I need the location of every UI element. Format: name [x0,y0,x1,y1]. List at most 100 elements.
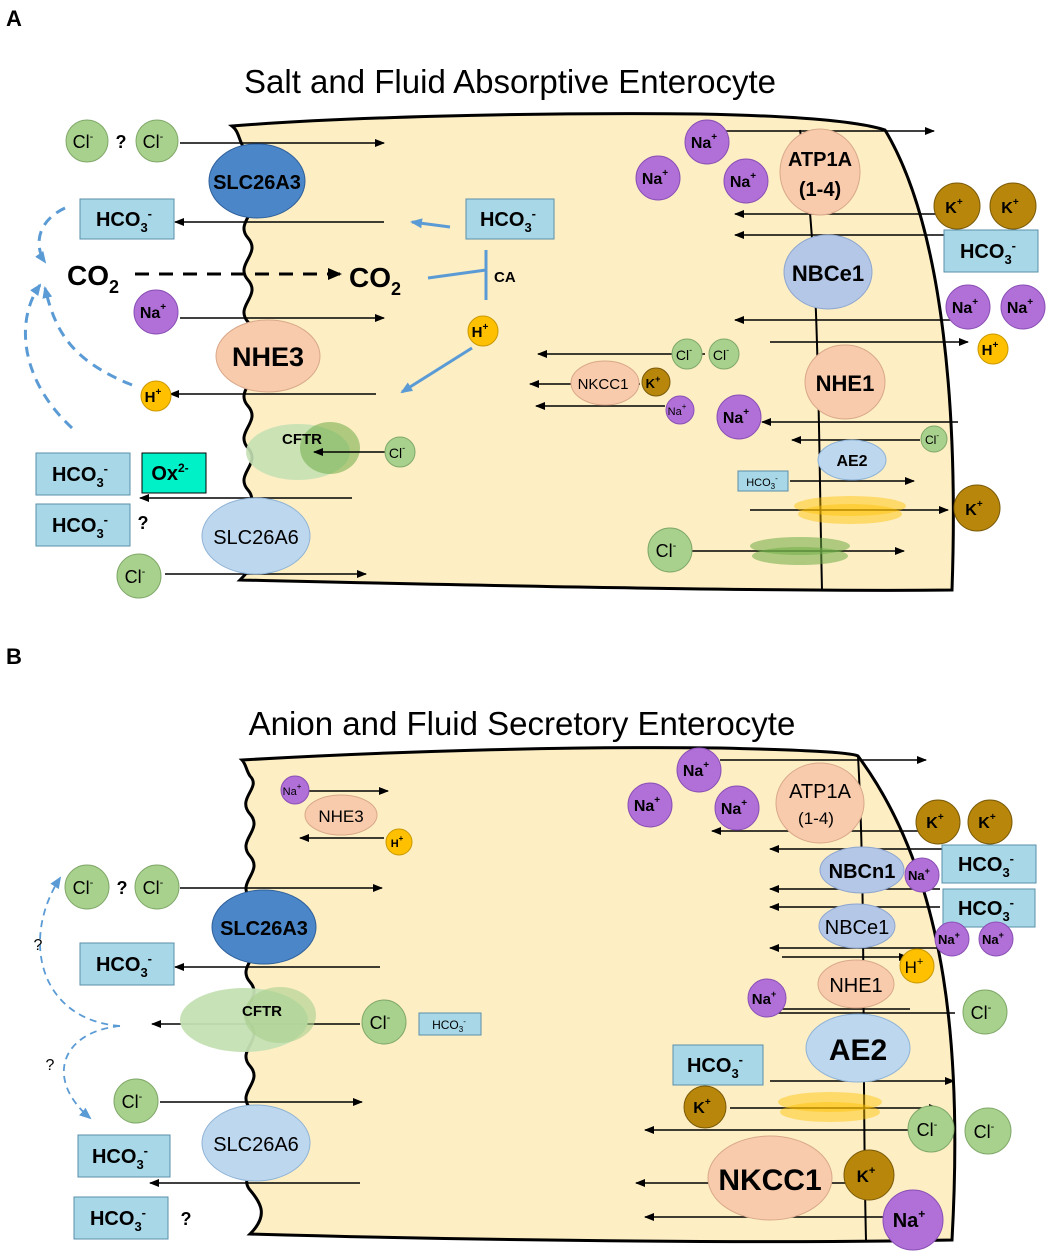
nkcc1-transporter-a: NKCC1 [570,360,640,406]
na-ion-a1: Na+ [133,289,179,335]
svg-text:Na+: Na+ [730,171,756,191]
na-ion-b8: Na+ [747,978,787,1018]
k-ion-a4: K+ [953,484,1001,532]
svg-text:Cl-: Cl- [656,540,677,561]
cl-ion-b7: Cl- [964,1107,1012,1155]
ae2-label-b: AE2 [829,1034,887,1067]
na-ion-a8: Na+ [716,394,762,440]
svg-text:H+: H+ [982,340,999,359]
h-ion-a2: H+ [140,380,172,412]
panel-b-letter: B [6,644,22,669]
svg-text:Na+: Na+ [982,930,1004,947]
cl-ion-b3: Cl- [361,999,407,1045]
svg-text:Na+: Na+ [938,930,960,947]
svg-text:Na+: Na+ [283,782,302,798]
svg-text:HCO3-: HCO3- [432,1017,466,1034]
na-ion-a5: Na+ [945,284,991,330]
question-mark-b3: ? [117,878,128,898]
na-ion-a4: Na+ [723,158,769,204]
svg-text:Na+: Na+ [752,989,776,1008]
svg-text:HCO3-: HCO3- [958,851,1014,880]
na-ion-b5: Na+ [904,857,940,893]
svg-text:HCO3-: HCO3- [92,1143,148,1172]
svg-text:Na+: Na+ [893,1207,926,1232]
k-ion-b4: K+ [843,1149,895,1201]
nkcc1-label-b: NKCC1 [718,1164,821,1197]
slc26a3-transporter-b: SLC26A3 [211,889,317,965]
cl-ion-b6: Cl- [907,1105,955,1153]
slc26a3-label-b: SLC26A3 [220,918,308,940]
hco3-box-a2: HCO3- [465,198,555,240]
dashed-curve-b2 [63,1025,121,1120]
panel-a: A Salt and Fluid Absorptive Enterocyte S… [6,6,1046,599]
panel-a-title: Salt and Fluid Absorptive Enterocyte [244,63,776,100]
svg-text:K+: K+ [926,812,944,832]
slc26a6-transporter-b: SLC26A6 [201,1104,311,1182]
cl-ion-a3: Cl- [384,436,416,468]
hco3-box-b6: HCO3- [942,888,1036,928]
svg-text:Cl-: Cl- [713,345,729,363]
slc26a6-transporter-a: SLC26A6 [201,497,311,575]
cl-ion-b2: Cl- [134,864,180,910]
svg-text:Na+: Na+ [952,297,978,317]
na-ion-b1: Na+ [280,775,310,805]
panel-b: B Anion and Fluid Secretory Enterocyte ?… [6,644,1037,1251]
svg-text:Na+: Na+ [668,402,687,418]
cl-ion-a8: Cl- [647,527,693,573]
k-ion-a2: K+ [989,182,1037,230]
slc26a3-transporter-a: SLC26A3 [208,143,306,219]
na-ion-a7: Na+ [665,395,695,425]
svg-text:HCO3-: HCO3- [480,206,536,235]
svg-text:K+: K+ [646,374,661,391]
svg-text:Cl-: Cl- [974,1121,995,1142]
cl-ion-b1: Cl- [64,864,110,910]
nhe1-transporter-b: NHE1 [817,959,895,1009]
svg-text:HCO3-: HCO3- [52,512,108,541]
atp1a-sub-label-a: (1-4) [799,179,841,201]
atp1a-pump-b: ATP1A (1-4) [775,762,865,844]
svg-text:Cl-: Cl- [389,443,405,461]
question-mark-b1: ? [34,937,43,954]
svg-text:HCO3-: HCO3- [960,238,1016,267]
co2-label-a1: CO2 [67,260,119,297]
hco3-box-b2: HCO3- [418,1012,482,1036]
h-ion-a3: H+ [977,333,1009,365]
hco3-box-b5: HCO3- [941,844,1037,884]
hco3-co2-outer-dashed-curve [23,283,74,430]
h-ion-b1: H+ [385,828,413,856]
atp1a-sub-label-b: (1-4) [798,809,834,828]
svg-text:Na+: Na+ [642,168,668,188]
nbce1-label-b: NBCe1 [825,917,889,939]
svg-text:Na+: Na+ [721,798,747,818]
svg-text:Na+: Na+ [908,866,930,883]
svg-text:Na+: Na+ [723,407,749,427]
cftr-label-a: CFTR [282,431,322,448]
svg-text:K+: K+ [1001,197,1019,217]
na-ion-b3: Na+ [627,782,673,828]
co2-label-a2: CO2 [349,262,401,299]
nbce1-label-a: NBCe1 [792,261,864,286]
atp1a-pump-a: ATP1A (1-4) [779,128,861,216]
svg-text:HCO3-: HCO3- [958,895,1014,924]
svg-text:H+: H+ [391,834,404,850]
cftr-channel-b: CFTR [180,987,316,1052]
cl-ion-a4: Cl- [116,553,162,599]
svg-text:Cl-: Cl- [917,1119,938,1140]
question-mark-b4: ? [181,1209,192,1229]
svg-text:K+: K+ [857,1165,876,1186]
hco3-box-a6: HCO3- [737,470,789,492]
nhe3-label-a: NHE3 [232,342,304,372]
k-ion-b3: K+ [683,1085,727,1129]
nkcc1-label-a: NKCC1 [578,376,629,393]
hco3-to-cell-blue-arrow [410,218,451,229]
na-ion-b7: Na+ [978,921,1014,957]
hco3-box-a3: HCO3- [35,452,131,496]
k-ion-b2: K+ [967,799,1013,845]
na-ion-b4: Na+ [714,785,760,831]
svg-text:Na+: Na+ [691,132,717,152]
nhe3-transporter-b: NHE3 [304,794,378,836]
panel-b-title: Anion and Fluid Secretory Enterocyte [249,705,796,742]
nhe3-transporter-a: NHE3 [215,319,321,393]
na-ion-b9: Na+ [882,1189,944,1251]
na-ion-a3: Na+ [635,155,681,201]
